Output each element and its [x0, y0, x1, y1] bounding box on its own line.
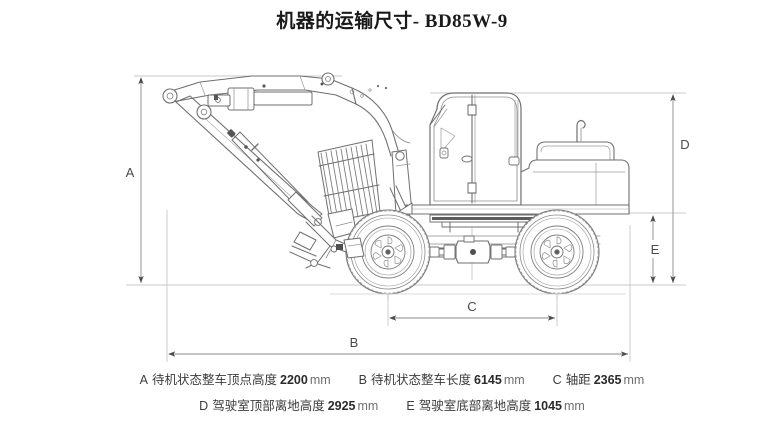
- legend-key-b: B: [358, 373, 367, 387]
- legend-label-c: 轴距: [565, 373, 591, 387]
- dimension-label-a: A: [126, 165, 135, 180]
- legend-value-b: 6145: [474, 373, 502, 387]
- legend-label-a: 待机状态整车顶点高度: [152, 373, 278, 387]
- boom-cylinder-upper: [207, 87, 313, 111]
- boom-upper: [162, 72, 411, 157]
- legend-label-e: 驾驶室底部离地高度: [418, 399, 532, 413]
- legend-unit-e: mm: [564, 399, 585, 413]
- front-stabiliser: [343, 237, 365, 259]
- dimension-c: C: [389, 296, 555, 321]
- legend-key-a: A: [139, 373, 148, 387]
- rear-wheel: [514, 209, 600, 295]
- legend-key-d: D: [199, 399, 209, 413]
- dimension-label-c: C: [467, 299, 476, 314]
- dipper-cylinder: [227, 129, 323, 227]
- dimension-label-e: E: [651, 242, 660, 257]
- legend-item-b: B 待机状态整车长度 6145 mm: [359, 369, 525, 388]
- legend-row-1: A 待机状态整车顶点高度 2200 mm B 待机状态整车长度 6145 mm …: [0, 369, 784, 388]
- legend-label-d: 驾驶室顶部离地高度: [212, 399, 325, 413]
- dimension-label-d: D: [680, 137, 689, 152]
- page-title: 机器的运输尺寸- BD85W-9: [276, 11, 508, 32]
- legend-key-e: E: [406, 399, 415, 413]
- excavator-side-view: [162, 72, 630, 295]
- legend-unit-c: mm: [623, 373, 645, 387]
- legend-label-b: 待机状态整车长度: [371, 373, 472, 387]
- legend-unit-d: mm: [357, 399, 379, 413]
- dimension-d: D: [670, 94, 695, 283]
- dimension-a: A: [120, 77, 144, 283]
- engine-housing: [520, 120, 630, 215]
- dimension-label-b: B: [350, 335, 359, 350]
- dimension-e: E: [646, 215, 664, 283]
- legend-key-c: C: [552, 373, 562, 387]
- upper-frame-deck: [397, 202, 630, 215]
- legend-value-a: 2200: [280, 373, 308, 387]
- legend-unit-a: mm: [309, 373, 331, 387]
- legend-item-d: D 驾驶室顶部离地高度 2925 mm: [199, 395, 378, 414]
- dimension-b: B: [168, 332, 628, 357]
- legend-value-e: 1045: [534, 399, 563, 413]
- operator-cab: [429, 92, 522, 206]
- legend-value-d: 2925: [327, 399, 356, 413]
- legend-item-a: A 待机状态整车顶点高度 2200 mm: [140, 369, 331, 388]
- legend-row-2: D 驾驶室顶部离地高度 2925 mm E 驾驶室底部离地高度 1045 mm: [0, 395, 784, 414]
- legend-item-e: E 驾驶室底部离地高度 1045 mm: [406, 395, 585, 414]
- legend-item-c: C 轴距 2365 mm: [553, 369, 645, 388]
- legend-value-c: 2365: [593, 373, 622, 387]
- legend-unit-b: mm: [503, 373, 525, 387]
